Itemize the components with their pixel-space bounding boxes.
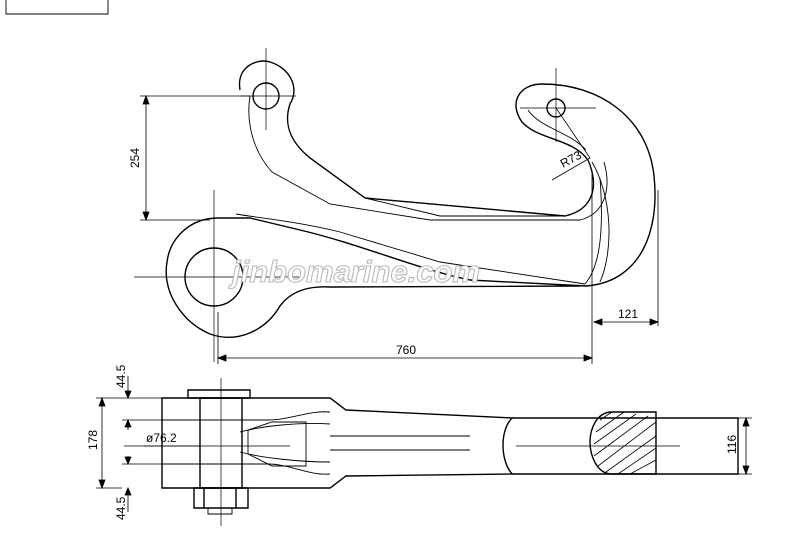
dim-pin-diameter: ø76.2 <box>146 431 177 445</box>
dim-height-254: 254 <box>128 148 142 168</box>
pin-nut <box>193 487 249 509</box>
dim-length-760: 760 <box>396 343 416 357</box>
watermark: jinbomarine.com <box>228 254 480 289</box>
hook-inner-edge <box>248 95 608 221</box>
pin-head <box>187 389 251 399</box>
clevis-outline <box>161 397 514 489</box>
dim-offset-121: 121 <box>618 307 638 321</box>
hook-outline <box>165 60 656 338</box>
title-block <box>5 0 109 15</box>
section-outline <box>589 411 657 475</box>
bottom-view: 44.5 178 ø76.2 44.5 116 <box>86 364 752 526</box>
dim-top-plate: 44.5 <box>114 364 128 388</box>
dim-bottom-plate: 44.5 <box>114 496 128 520</box>
dim-total-width: 178 <box>86 430 100 450</box>
dim-section-width: 116 <box>725 435 739 454</box>
side-view: 254 R73 760 121 <box>128 48 660 364</box>
section-hatch <box>593 411 657 475</box>
